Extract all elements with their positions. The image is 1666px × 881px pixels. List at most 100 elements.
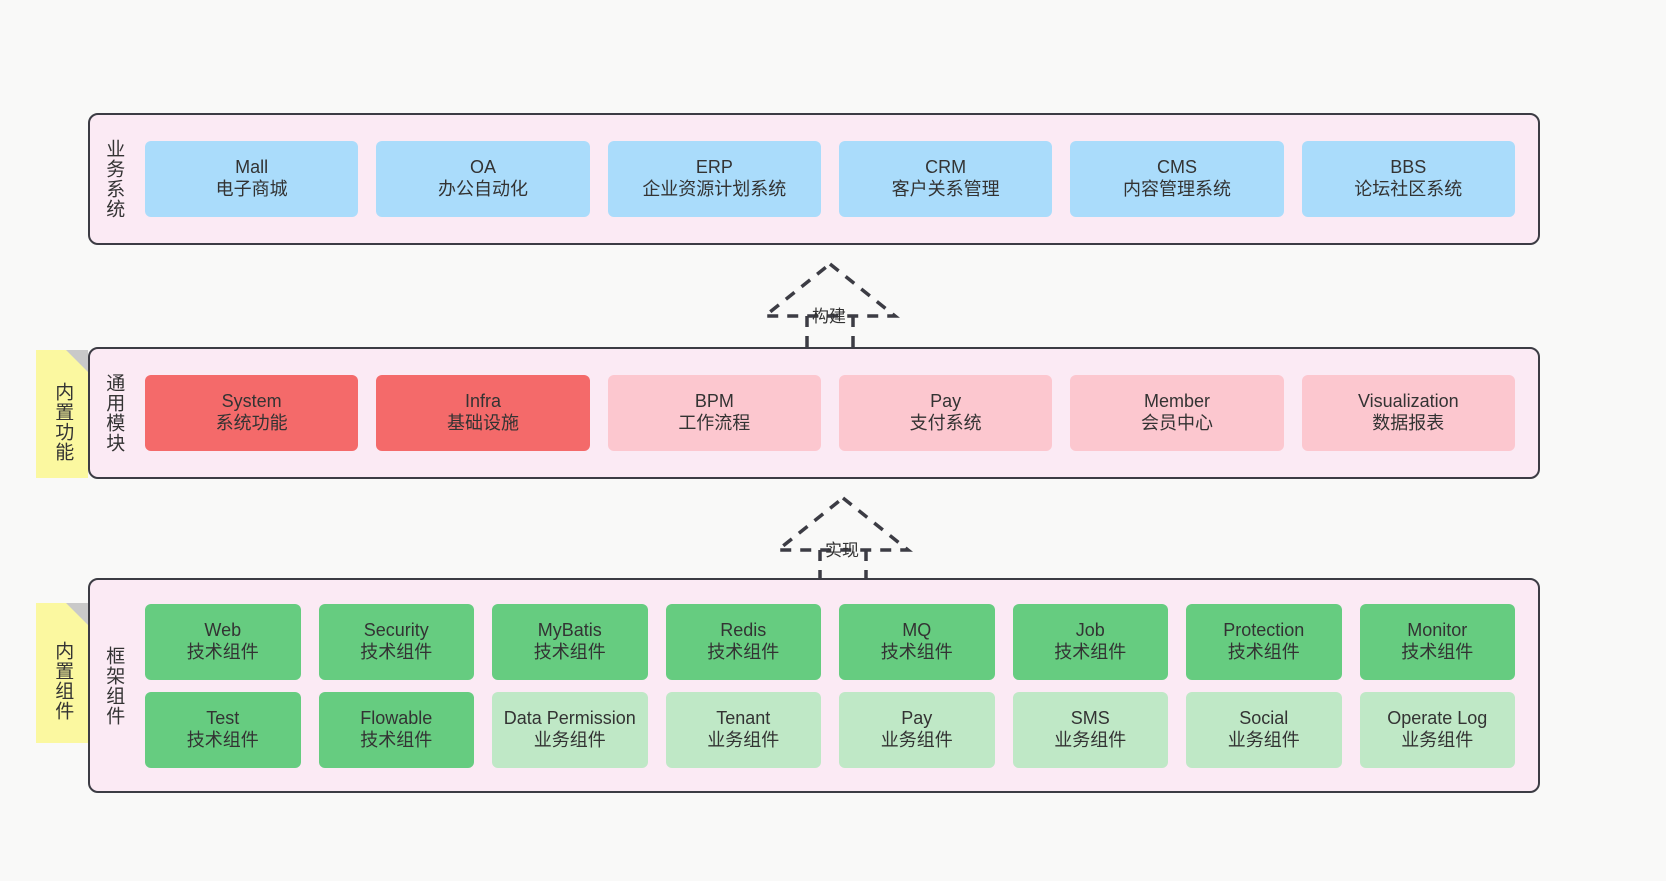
card-title: OA	[469, 157, 496, 178]
card-member[interactable]: Member 会员中心	[1070, 375, 1284, 451]
card-subtitle: 支付系统	[909, 413, 982, 433]
card-subtitle: 内容管理系统	[1122, 179, 1231, 199]
card-oa[interactable]: OA 办公自动化	[376, 141, 590, 217]
card-title: Visualization	[1357, 391, 1459, 412]
card-monitor[interactable]: Monitor 技术组件	[1359, 603, 1515, 680]
arrow-build: 构建	[755, 258, 905, 350]
layer-title-business-systems: 业务系统	[103, 139, 125, 219]
card-subtitle: 技术组件	[360, 641, 433, 662]
card-pay-module[interactable]: Pay 支付系统	[838, 375, 1053, 451]
card-title: Redis	[720, 619, 767, 640]
card-title: SMS	[1070, 707, 1110, 728]
card-title: Protection	[1223, 619, 1305, 640]
card-system[interactable]: System 系统功能	[145, 375, 359, 451]
card-subtitle: 业务组件	[880, 729, 953, 750]
card-subtitle: 论坛社区系统	[1354, 179, 1463, 199]
card-subtitle: 业务组件	[1054, 729, 1127, 750]
card-subtitle: 数据报表	[1372, 413, 1445, 433]
card-title: Operate Log	[1387, 707, 1488, 728]
card-erp[interactable]: ERP 企业资源计划系统	[607, 141, 821, 217]
card-subtitle: 技术组件	[1401, 641, 1474, 662]
card-sms[interactable]: SMS 业务组件	[1012, 691, 1168, 768]
card-data-permission[interactable]: Data Permission 业务组件	[492, 691, 648, 768]
card-title: Web	[204, 619, 242, 640]
card-title: Member	[1143, 391, 1210, 412]
layer-title-common-modules: 通用模块	[103, 373, 125, 453]
card-test[interactable]: Test 技术组件	[145, 691, 301, 768]
card-title: Social	[1239, 707, 1289, 728]
card-title: CMS	[1156, 157, 1197, 178]
card-row: System 系统功能 Infra 基础设施 BPM 工作流程 Pay 支付系统…	[136, 375, 1524, 451]
card-subtitle: 技术组件	[533, 641, 606, 662]
card-security[interactable]: Security 技术组件	[318, 603, 474, 680]
sticky-note-builtin-components: 内置组件	[36, 603, 88, 743]
layer-body-framework-components: Web 技术组件 Security 技术组件 MyBatis 技术组件 Redi…	[136, 580, 1538, 791]
layer-business-systems: 业务系统 Mall 电子商城 OA 办公自动化 ERP 企业资源计划系统 CRM…	[88, 113, 1540, 245]
card-subtitle: 业务组件	[1227, 729, 1300, 750]
layer-framework-components: 框架组件 Web 技术组件 Security 技术组件 MyBatis 技术组件…	[88, 578, 1540, 793]
card-crm[interactable]: CRM 客户关系管理	[838, 141, 1053, 217]
card-social[interactable]: Social 业务组件	[1186, 691, 1342, 768]
card-subtitle: 业务组件	[533, 729, 606, 750]
card-title: BBS	[1390, 157, 1427, 178]
card-title: Tenant	[716, 707, 771, 728]
card-mybatis[interactable]: MyBatis 技术组件	[492, 603, 648, 680]
arrow-implement: 实现	[768, 492, 918, 584]
card-tenant[interactable]: Tenant 业务组件	[665, 691, 821, 768]
card-title: Pay	[930, 391, 962, 412]
card-title: MQ	[902, 619, 932, 640]
card-title: Infra	[464, 391, 501, 412]
card-subtitle: 技术组件	[1054, 641, 1127, 662]
card-title: System	[221, 391, 282, 412]
card-bpm[interactable]: BPM 工作流程	[607, 375, 821, 451]
card-protection[interactable]: Protection 技术组件	[1186, 603, 1342, 680]
card-subtitle: 技术组件	[186, 729, 259, 750]
card-subtitle: 技术组件	[707, 641, 780, 662]
card-infra[interactable]: Infra 基础设施	[376, 375, 590, 451]
card-bbs[interactable]: BBS 论坛社区系统	[1301, 141, 1515, 217]
card-title: ERP	[695, 157, 733, 178]
card-subtitle: 工作流程	[678, 413, 751, 433]
card-subtitle: 会员中心	[1140, 413, 1213, 433]
card-subtitle: 业务组件	[707, 729, 780, 750]
card-subtitle: 客户关系管理	[891, 179, 1000, 199]
card-title: BPM	[694, 391, 734, 412]
sticky-note-builtin-features: 内置功能	[36, 350, 88, 478]
card-title: Security	[363, 619, 429, 640]
arrow-implement-label: 实现	[825, 541, 859, 560]
card-subtitle: 业务组件	[1401, 729, 1474, 750]
card-operate-log[interactable]: Operate Log 业务组件	[1359, 691, 1515, 768]
card-job[interactable]: Job 技术组件	[1012, 603, 1168, 680]
card-subtitle: 系统功能	[215, 413, 288, 433]
card-row: Web 技术组件 Security 技术组件 MyBatis 技术组件 Redi…	[136, 603, 1524, 680]
card-flowable[interactable]: Flowable 技术组件	[318, 691, 474, 768]
arrow-build-label: 构建	[812, 307, 846, 326]
card-mall[interactable]: Mall 电子商城	[145, 141, 359, 217]
card-subtitle: 电子商城	[215, 179, 288, 199]
card-title: Test	[206, 707, 240, 728]
card-title: Job	[1075, 619, 1105, 640]
card-title: MyBatis	[537, 619, 602, 640]
card-subtitle: 技术组件	[360, 729, 433, 750]
card-title: Flowable	[360, 707, 433, 728]
card-title: Monitor	[1407, 619, 1468, 640]
card-title: Data Permission	[503, 707, 636, 728]
layer-common-modules: 通用模块 System 系统功能 Infra 基础设施 BPM 工作流程 Pay…	[88, 347, 1540, 479]
card-subtitle: 技术组件	[186, 641, 259, 662]
card-visualization[interactable]: Visualization 数据报表	[1301, 375, 1515, 451]
card-mq[interactable]: MQ 技术组件	[839, 603, 995, 680]
card-title: Mall	[235, 157, 269, 178]
card-subtitle: 办公自动化	[437, 179, 528, 199]
card-cms[interactable]: CMS 内容管理系统	[1070, 141, 1284, 217]
card-pay-component[interactable]: Pay 业务组件	[839, 691, 995, 768]
card-subtitle: 基础设施	[446, 413, 519, 433]
layer-body-common-modules: System 系统功能 Infra 基础设施 BPM 工作流程 Pay 支付系统…	[136, 349, 1538, 477]
card-row: Mall 电子商城 OA 办公自动化 ERP 企业资源计划系统 CRM 客户关系…	[136, 141, 1524, 217]
card-redis[interactable]: Redis 技术组件	[665, 603, 821, 680]
card-web[interactable]: Web 技术组件	[145, 603, 301, 680]
card-title: CRM	[925, 157, 967, 178]
card-row: Test 技术组件 Flowable 技术组件 Data Permission …	[136, 691, 1524, 768]
card-subtitle: 技术组件	[880, 641, 953, 662]
card-title: Pay	[901, 707, 933, 728]
